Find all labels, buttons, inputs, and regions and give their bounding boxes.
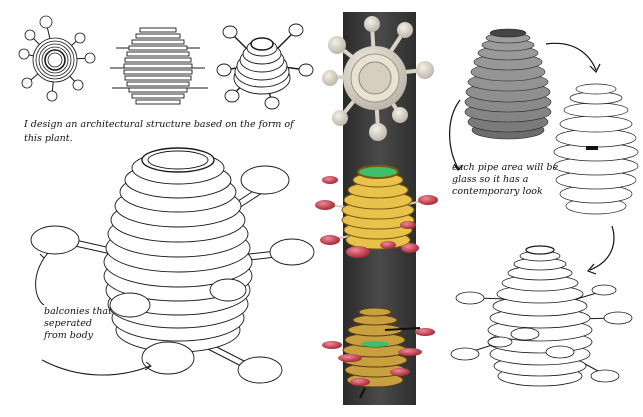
- perspective-sketch: [216, 23, 314, 110]
- final-line-drawing: [450, 245, 633, 387]
- render-colored: [315, 165, 438, 258]
- render-grey: [322, 16, 434, 141]
- render-colored-alt: [322, 307, 435, 399]
- white-massing-sketch: [553, 83, 639, 215]
- elevation-sketch: [110, 27, 208, 105]
- grey-massing-render: [464, 28, 552, 140]
- balconies-note: balconies that seperated from body: [44, 306, 112, 341]
- arrows-right: [449, 42, 615, 275]
- main-line-drawing: [30, 147, 315, 384]
- plan-sketch: [18, 15, 96, 102]
- design-caption: I design an architectural structure base…: [24, 119, 294, 144]
- glass-note: each pipe area will be glass so it has a…: [452, 162, 559, 197]
